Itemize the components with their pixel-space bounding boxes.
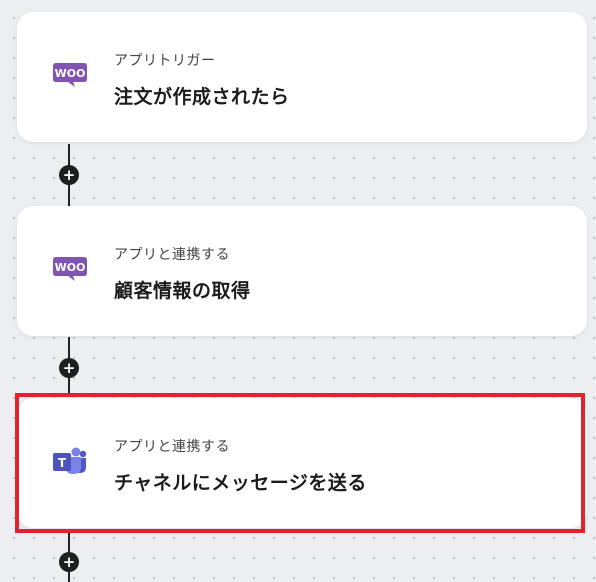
add-step-button[interactable]: + [59,358,79,378]
step-subtitle: アプリトリガー [114,53,216,69]
add-step-button[interactable]: + [59,165,79,185]
workflow-step-get-customer[interactable]: WOO アプリと連携する 顧客情報の取得 [17,206,587,336]
step-title: 注文が作成されたら [114,86,290,108]
step-title: 顧客情報の取得 [114,280,251,302]
svg-text:WOO: WOO [55,67,86,80]
microsoft-teams-icon: T [51,445,89,481]
step-subtitle: アプリと連携する [114,439,230,455]
workflow-step-trigger[interactable]: WOO アプリトリガー 注文が作成されたら [17,12,587,142]
add-step-button[interactable]: + [59,552,79,572]
svg-text:T: T [58,456,67,470]
woocommerce-icon: WOO [51,61,89,93]
step-subtitle: アプリと連携する [114,247,230,263]
woocommerce-icon: WOO [51,255,89,287]
svg-text:WOO: WOO [55,261,86,274]
step-title: チャネルにメッセージを送る [114,472,367,494]
workflow-step-send-message[interactable]: T アプリと連携する チャネルにメッセージを送る [17,398,587,528]
